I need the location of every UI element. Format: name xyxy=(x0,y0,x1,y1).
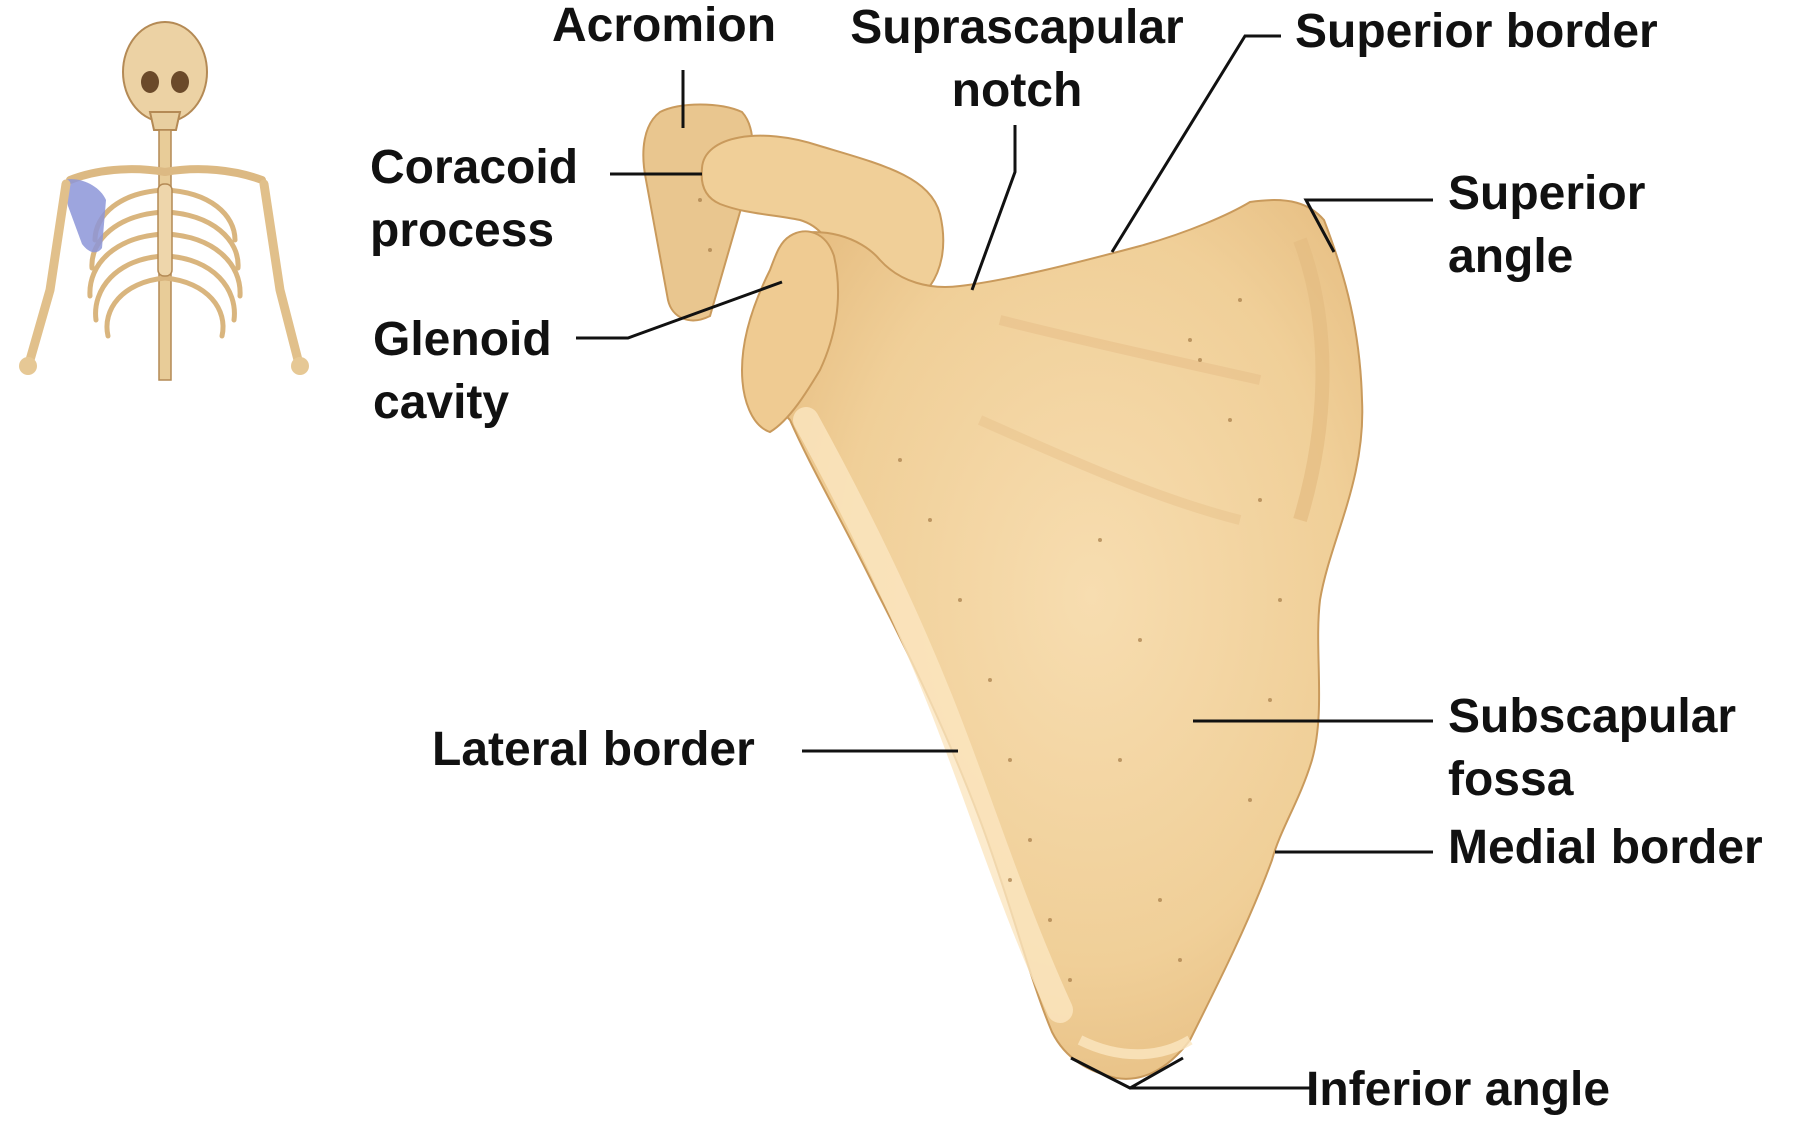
acromion-shape xyxy=(643,105,752,321)
label-inferior-angle: Inferior angle xyxy=(1306,1058,1610,1121)
skeleton-thumbnail-icon xyxy=(19,22,309,380)
label-coracoid-process: Coracoid process xyxy=(370,136,578,262)
thumbnail-scapula-highlight xyxy=(64,179,106,252)
label-medial-border: Medial border xyxy=(1448,816,1763,879)
label-subscapular-fossa: Subscapular fossa xyxy=(1448,685,1736,811)
scapula-bone xyxy=(643,105,1362,1079)
leader-suprascapular xyxy=(972,125,1015,290)
label-superior-border: Superior border xyxy=(1295,0,1658,63)
label-acromion: Acromion xyxy=(552,0,776,57)
label-superior-angle: Superior angle xyxy=(1448,162,1645,288)
label-glenoid-cavity: Glenoid cavity xyxy=(373,308,552,434)
label-suprascapular-notch: Suprascapular notch xyxy=(836,0,1198,122)
label-lateral-border: Lateral border xyxy=(432,718,755,781)
thumbnail-skull xyxy=(123,22,207,122)
